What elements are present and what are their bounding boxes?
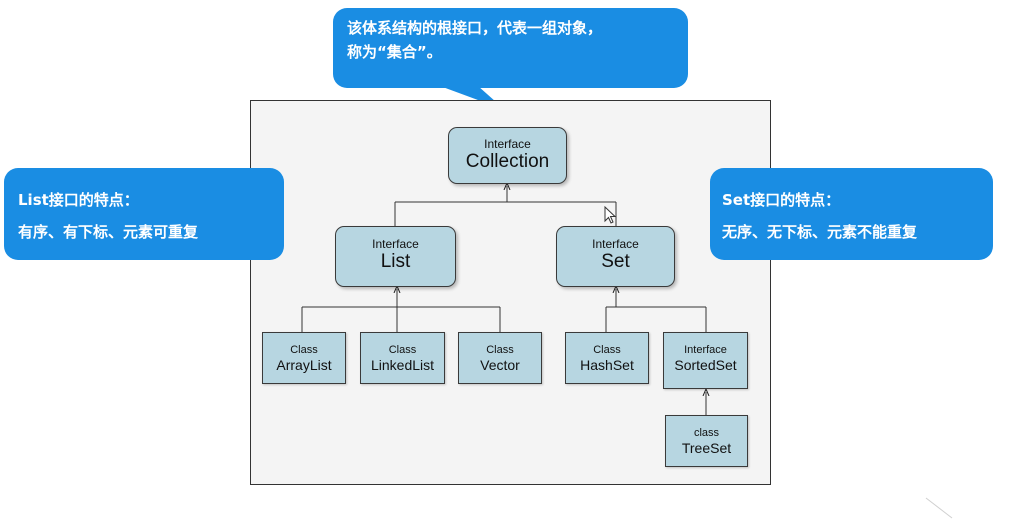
pen-stroke-decoration xyxy=(925,497,953,519)
callout-left: List接口的特点： 有序、有下标、元素可重复 xyxy=(4,168,284,260)
node-kind: Interface xyxy=(592,237,639,251)
node-name: TreeSet xyxy=(681,440,732,456)
node-hashset: Class HashSet xyxy=(565,332,649,384)
node-set: Interface Set xyxy=(556,226,675,287)
node-kind: Interface xyxy=(484,137,531,151)
node-name: List xyxy=(380,251,411,272)
node-kind: Class xyxy=(290,344,318,356)
node-kind: Class xyxy=(486,344,514,356)
node-kind: Interface xyxy=(684,344,727,356)
node-vector: Class Vector xyxy=(458,332,542,384)
callout-left-line2: 有序、有下标、元素可重复 xyxy=(18,223,199,241)
node-name: Collection xyxy=(465,151,550,172)
node-name: Vector xyxy=(480,357,520,373)
node-kind: class xyxy=(693,427,720,439)
callout-left-line1: List接口的特点： xyxy=(18,191,139,209)
node-kind: Class xyxy=(388,344,417,356)
node-linkedlist: Class LinkedList xyxy=(360,332,445,384)
callout-top-line2: 称为“集合”。 xyxy=(347,43,442,61)
node-kind: Class xyxy=(593,344,621,356)
node-collection: Interface Collection xyxy=(448,127,567,184)
node-name: LinkedList xyxy=(370,357,435,373)
callout-top-line1: 该体系结构的根接口，代表一组对象， xyxy=(347,19,603,37)
node-name: ArrayList xyxy=(276,357,332,373)
node-sortedset: Interface SortedSet xyxy=(663,332,748,389)
mouse-cursor-icon xyxy=(604,206,617,224)
callout-right-line2: 无序、无下标、元素不能重复 xyxy=(722,223,918,241)
node-name: SortedSet xyxy=(674,357,737,373)
node-name: Set xyxy=(601,251,630,272)
callout-right: Set接口的特点： 无序、无下标、元素不能重复 xyxy=(710,168,993,260)
node-arraylist: Class ArrayList xyxy=(262,332,346,384)
node-name: HashSet xyxy=(580,357,634,373)
node-treeset: class TreeSet xyxy=(665,415,748,467)
node-kind: Interface xyxy=(372,237,419,251)
callout-top: 该体系结构的根接口，代表一组对象， 称为“集合”。 xyxy=(333,8,688,88)
node-list: Interface List xyxy=(335,226,456,287)
callout-right-line1: Set接口的特点： xyxy=(722,191,841,209)
